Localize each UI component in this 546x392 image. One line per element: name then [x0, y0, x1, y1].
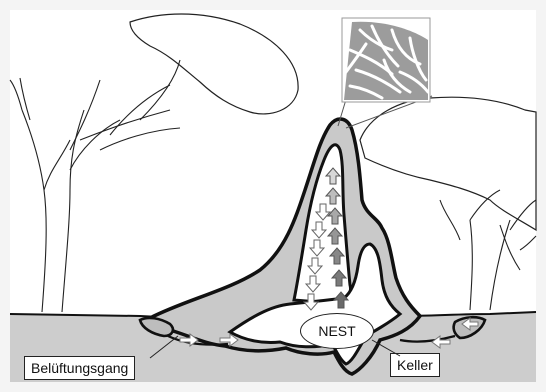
wall-texture-inset	[342, 18, 430, 102]
cellar-label: Keller	[390, 353, 440, 377]
nest-label: NEST	[300, 313, 374, 349]
ventilation-duct-label: Belüftungsgang	[24, 356, 135, 380]
nest-label-text: NEST	[318, 323, 355, 339]
